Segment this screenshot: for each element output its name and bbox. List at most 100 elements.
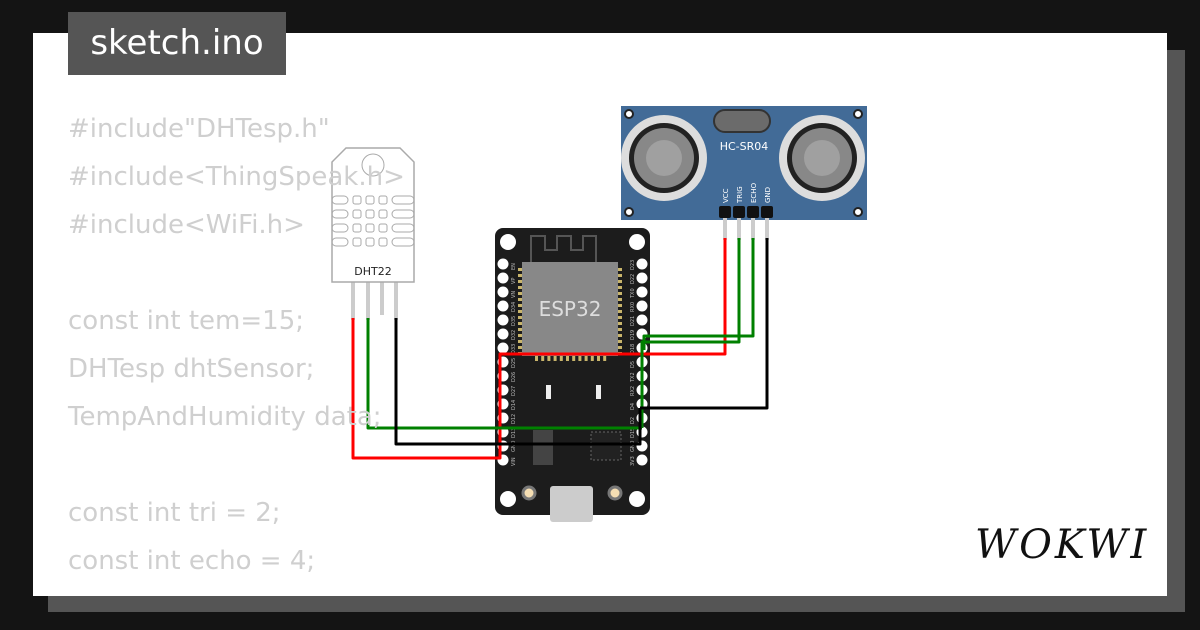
pin-label-echo: ECHO [750,182,758,203]
chip-pad [518,280,522,283]
sketch-title: sketch.ino [68,12,286,75]
esp32-pin-label: RX2 [630,386,636,396]
dht22-sensor[interactable]: DHT22 [331,147,415,320]
chip-pad [518,286,522,289]
wire-echo[interactable] [642,238,755,350]
chip-pad [518,310,522,313]
chip-pad [618,274,622,277]
esp32-pin-label: D32 [511,330,517,340]
esp32-pin-label: D13 [511,428,517,438]
esp32-pin-label: D15 [630,428,636,438]
esp32-pin-label: 3V3 [630,456,636,466]
chip-pad [535,356,538,361]
chip-pad [618,346,622,349]
chip-pad [518,268,522,271]
chip-pad [518,322,522,325]
esp32-pin-tx0[interactable] [636,286,648,298]
wire-gnd-dht[interactable] [394,318,642,446]
chip-pad [518,274,522,277]
esp32-pin-label: D27 [511,386,517,396]
dht22-label: DHT22 [354,265,391,278]
esp32-pin-gnd[interactable] [636,440,648,452]
chip-pad [547,356,551,361]
esp32-pin-3v3[interactable] [636,454,648,466]
chip-pad [518,334,522,337]
esp32-pin-d33[interactable] [497,342,509,354]
chip-pad [618,310,622,313]
chip-pad [618,322,622,325]
chip-pad [618,298,622,301]
wire-gnd-sonar[interactable] [640,238,769,410]
hc-sr04-sensor[interactable]: HC-SR04 VCC TRIG ECHO GND [621,106,867,240]
esp32-pin-label: D35 [511,316,517,326]
chip-pad [518,328,522,331]
chip-pad [590,356,594,361]
chip-pad [618,304,622,307]
esp32-pin-label: EN [511,263,517,270]
esp32-pin-d35[interactable] [497,314,509,326]
chip-pad [618,268,622,271]
chip-pad [518,316,522,319]
chip-pad [578,356,582,361]
esp32-pin-d34[interactable] [497,300,509,312]
wokwi-logo: WOKWI [975,522,1150,568]
chip-pad [618,328,622,331]
esp32-pin-label: RX0 [630,302,636,312]
esp32-pin-label: D26 [511,372,517,382]
esp32-pin-label: TX0 [630,288,636,299]
pin-label-vcc: VCC [722,188,730,203]
esp32-pin-label: D4 [630,403,636,410]
esp32-pin-d19[interactable] [636,328,648,340]
esp32-label: ESP32 [539,297,602,321]
esp32-board[interactable]: ESP32 ENVPVND34D35D32D33D25D26D27D14D12D… [495,228,650,522]
chip-pad [603,356,607,361]
esp32-pin-label: D19 [630,330,636,340]
chip-pad [597,356,600,361]
esp32-pin-label: D2 [630,417,636,424]
esp32-pin-label: D23 [630,260,636,270]
esp32-pin-label: VIN [511,457,517,466]
esp32-pin-label: D18 [630,344,636,354]
chip-pad [518,304,522,307]
esp32-pin-vp[interactable] [497,272,509,284]
esp32-pin-d23[interactable] [636,258,648,270]
esp32-pin-label: D5 [630,361,636,368]
pin-label-gnd: GND [764,187,772,203]
chip-pad [618,292,622,295]
esp32-pin-en[interactable] [497,258,509,270]
esp32-pin-label: VP [511,278,517,284]
chip-pad [559,356,563,361]
chip-pad [584,356,588,361]
chip-pad [618,340,622,343]
chip-pad [518,292,522,295]
chip-pad [518,346,522,349]
esp32-pin-d32[interactable] [497,328,509,340]
wire-trig[interactable] [640,238,741,428]
esp32-pin-vn[interactable] [497,286,509,298]
esp32-pin-label: D25 [511,358,517,368]
esp32-pin-label: D34 [511,302,517,312]
chip-pad [518,298,522,301]
esp32-pin-d21[interactable] [636,314,648,326]
chip-pad [566,356,569,361]
chip-pad [553,356,557,361]
chip-pad [541,356,545,361]
esp32-pin-rx0[interactable] [636,300,648,312]
esp32-pin-label: VN [511,291,517,298]
esp32-pin-label: D21 [630,316,636,326]
esp32-pin-label: D14 [511,400,517,410]
chip-pad [618,334,622,337]
esp32-pin-label: GND [511,440,517,452]
hc-sr04-label: HC-SR04 [720,140,769,153]
esp32-pin-label: GND [630,440,636,452]
chip-pad [572,356,576,361]
esp32-pin-d22[interactable] [636,272,648,284]
esp32-pin-label: TX2 [630,372,636,383]
pin-label-trig: TRIG [736,186,744,204]
chip-pad [618,286,622,289]
chip-pad [618,280,622,283]
esp32-pin-label: D22 [630,274,636,284]
wire-dht-data[interactable] [366,318,642,430]
esp32-pin-label: D33 [511,344,517,354]
